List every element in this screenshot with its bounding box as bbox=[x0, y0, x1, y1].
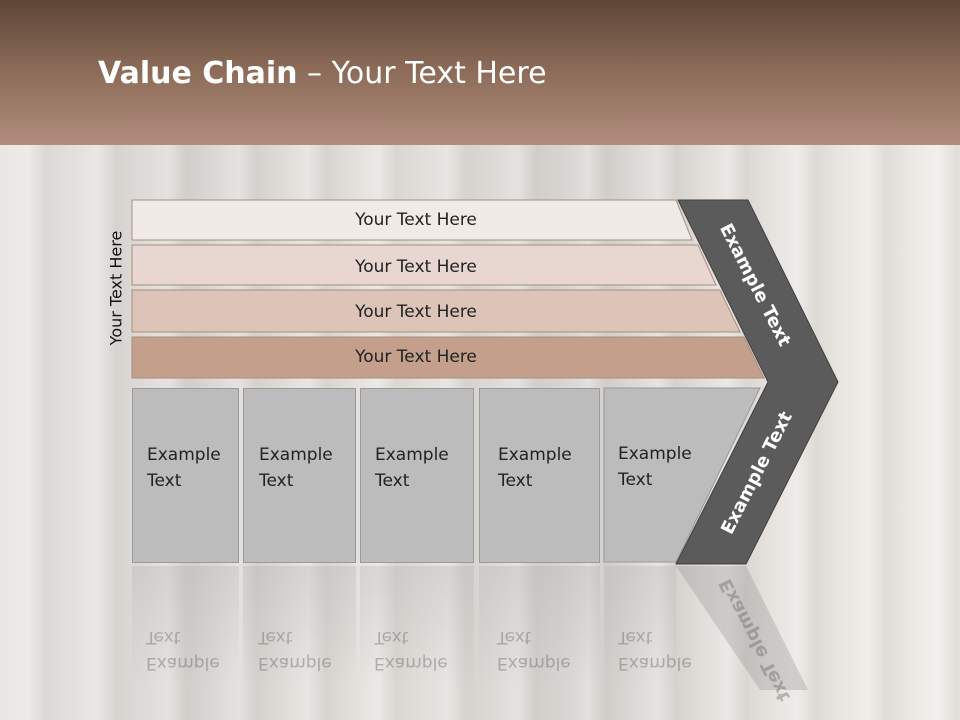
box-1-reflection: Example Text bbox=[132, 566, 239, 686]
bar-4-label: Your Text Here bbox=[355, 347, 477, 367]
title-banner bbox=[0, 0, 960, 145]
box-4-reflection: Example Text bbox=[479, 566, 600, 686]
box-5-reflection-label: Example Text bbox=[618, 627, 692, 673]
bar-2-shape bbox=[131, 244, 717, 286]
box-1-reflection-label: Example Text bbox=[146, 627, 220, 673]
box-4-label: Example Text bbox=[498, 445, 572, 491]
box-4-reflection-label: Example Text bbox=[497, 627, 571, 673]
box-5-shape bbox=[603, 387, 761, 563]
box-5-reflection: Example Text bbox=[604, 566, 692, 686]
bar-1-shape bbox=[131, 199, 693, 241]
box-2-reflection-label: Example Text bbox=[258, 627, 332, 673]
box-3-label: Example Text bbox=[375, 445, 449, 491]
box-2: Example Text bbox=[243, 388, 356, 563]
box-3-reflection-label: Example Text bbox=[374, 627, 448, 673]
bar-3-shape bbox=[131, 289, 741, 333]
chevron-shape bbox=[675, 199, 839, 565]
bar-1-label: Your Text Here bbox=[355, 210, 477, 230]
box-2-label: Example Text bbox=[259, 445, 333, 491]
title-rest: – Your Text Here bbox=[297, 56, 547, 91]
box-1-label: Example Text bbox=[147, 445, 221, 491]
bar-4-shape bbox=[131, 336, 765, 379]
bar-2-label: Your Text Here bbox=[355, 257, 477, 277]
box-2-reflection: Example Text bbox=[243, 566, 356, 686]
box-5-label: Example Text bbox=[618, 444, 692, 490]
box-1: Example Text bbox=[132, 388, 239, 563]
box-3: Example Text bbox=[360, 388, 474, 563]
slide-title: Value Chain – Your Text Here bbox=[98, 54, 547, 94]
box-3-reflection: Example Text bbox=[360, 566, 474, 686]
chevron-reflection bbox=[676, 566, 808, 690]
box-4: Example Text bbox=[479, 388, 600, 563]
bar-3-label: Your Text Here bbox=[355, 302, 477, 322]
title-bold: Value Chain bbox=[98, 56, 298, 91]
